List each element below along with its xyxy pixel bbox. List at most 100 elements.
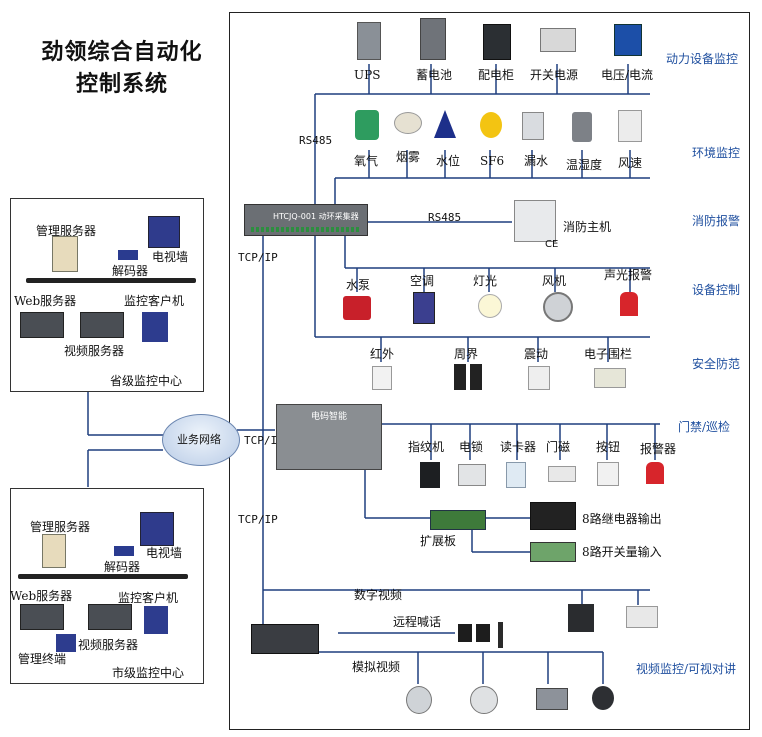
label-battery: 蓄电池 (416, 68, 453, 82)
label-perimeter: 周界 (454, 347, 479, 361)
ce-mark: CE (545, 239, 559, 250)
electric-lock-icon (458, 464, 486, 486)
city-center-label: 市级监控中心 (112, 666, 185, 680)
label-button: 按钮 (596, 440, 621, 454)
city-video-wall-label: 电视墙 (146, 546, 183, 560)
city-client-icon (144, 606, 168, 634)
city-video-server-icon (88, 604, 132, 630)
section-security: 安全防范 (692, 357, 741, 371)
prov-video-server-label: 视频服务器 (64, 344, 125, 358)
city-network-bus (18, 574, 188, 579)
label-intercom: 远程喊话 (393, 615, 442, 629)
dome-camera-icon-1 (406, 686, 432, 714)
section-fire: 消防报警 (692, 214, 741, 228)
page-title: 劲领综合自动化 控制系统 (22, 36, 222, 100)
prov-web-server-icon (20, 312, 64, 338)
label-relay-output: 8路继电器输出 (582, 512, 662, 526)
collector-label: HTCJQ-001 动环采集器 (273, 212, 359, 221)
label-water-level: 水位 (436, 154, 461, 168)
switch-input-icon (530, 542, 576, 562)
fan-icon (543, 292, 573, 322)
rs485-label-top: RS485 (299, 134, 333, 147)
label-electronic-fence: 电子围栏 (584, 347, 633, 361)
switching-power-icon (540, 28, 576, 52)
ups-icon (357, 22, 381, 60)
label-temp-humidity: 温湿度 (566, 158, 603, 172)
tcpip-label-b: TCP/IP (244, 434, 284, 447)
label-ups: UPS (354, 68, 381, 82)
city-decoder-label: 解码器 (104, 560, 141, 574)
prov-web-server-label: Web服务器 (14, 294, 77, 308)
vibration-sensor-icon (528, 366, 550, 390)
prov-monitor-client-label: 监控客户机 (124, 294, 185, 308)
voltage-current-icon (614, 24, 642, 56)
door-magnet-icon (548, 466, 576, 482)
environment-collector: HTCJQ-001 动环采集器 (244, 204, 368, 236)
city-web-server-icon (20, 604, 64, 630)
label-pump: 水泵 (346, 278, 371, 292)
expansion-board-icon (430, 510, 486, 530)
exit-button-icon (597, 462, 619, 486)
label-voltage-current: 电压/电流 (601, 68, 654, 82)
label-infrared: 红外 (370, 347, 395, 361)
label-oxygen: 氧气 (354, 154, 379, 168)
label-analog-video: 模拟视频 (352, 660, 401, 674)
label-ac: 空调 (410, 274, 435, 288)
section-video: 视频监控/可视对讲 (636, 662, 737, 676)
sf6-sensor-icon (480, 112, 502, 138)
battery-icon (420, 18, 446, 60)
label-network: 业务网络 (177, 433, 221, 446)
city-mgmt-server-label: 管理服务器 (30, 520, 91, 534)
prov-client-icon (142, 312, 168, 342)
fire-host-icon (514, 200, 556, 242)
light-bulb-icon (478, 294, 502, 318)
prov-center-label: 省级监控中心 (110, 374, 183, 388)
city-video-wall-icon (140, 512, 174, 546)
label-digital-video: 数字视频 (354, 588, 403, 602)
terminal-block (251, 227, 361, 232)
prov-mgmt-server-icon (52, 236, 78, 272)
label-sf6: SF6 (480, 154, 505, 168)
fingerprint-icon (420, 462, 440, 488)
smoke-detector-icon (394, 112, 422, 134)
label-smoke: 烟雾 (396, 150, 421, 164)
section-access: 门禁/巡检 (678, 420, 731, 434)
section-env: 环境监控 (692, 146, 741, 160)
oxygen-sensor-icon (355, 110, 379, 140)
prov-mgmt-server-label: 管理服务器 (36, 224, 97, 238)
dome-camera-icon-2 (470, 686, 498, 714)
section-equip: 设备控制 (692, 283, 741, 297)
water-pump-icon (343, 296, 371, 320)
microphone-icon (498, 622, 503, 648)
box-camera-icon (536, 688, 568, 710)
city-web-server-label: Web服务器 (10, 589, 73, 603)
tcpip-label-a: TCP/IP (238, 251, 278, 264)
perimeter-beam-icon-2 (470, 364, 482, 390)
label-alarm-light: 声光报警 (604, 268, 653, 282)
label-door-magnet: 门磁 (546, 440, 571, 454)
label-card-reader: 读卡器 (500, 440, 537, 454)
city-decoder-icon (114, 546, 134, 556)
title-line-2: 控制系统 (75, 71, 168, 97)
perimeter-beam-icon-1 (454, 364, 466, 390)
label-vibration: 震动 (524, 347, 549, 361)
label-switch-input: 8路开关量输入 (582, 545, 662, 559)
business-network-cloud: 业务网络 (162, 414, 240, 466)
access-controller: 电码智能 (276, 404, 382, 470)
city-video-server-label: 视频服务器 (78, 638, 139, 652)
temp-humidity-icon (572, 112, 592, 142)
prov-decoder-label: 解码器 (112, 264, 149, 278)
section-power: 动力设备监控 (666, 52, 739, 66)
city-mgmt-server-icon (42, 534, 66, 568)
rs485-label-fire: RS485 (428, 211, 462, 224)
access-panel-label: 电码智能 (311, 412, 348, 422)
label-fingerprint: 指纹机 (408, 440, 445, 454)
city-mgmt-terminal-label: 管理终端 (18, 652, 67, 666)
card-reader-icon (506, 462, 526, 488)
label-expansion: 扩展板 (420, 534, 457, 548)
label-wind-speed: 风速 (618, 156, 643, 170)
label-water-leak: 漏水 (524, 154, 549, 168)
label-switch-power: 开关电源 (530, 68, 579, 82)
wind-speed-icon (618, 110, 642, 142)
tcpip-label-c: TCP/IP (238, 513, 278, 526)
